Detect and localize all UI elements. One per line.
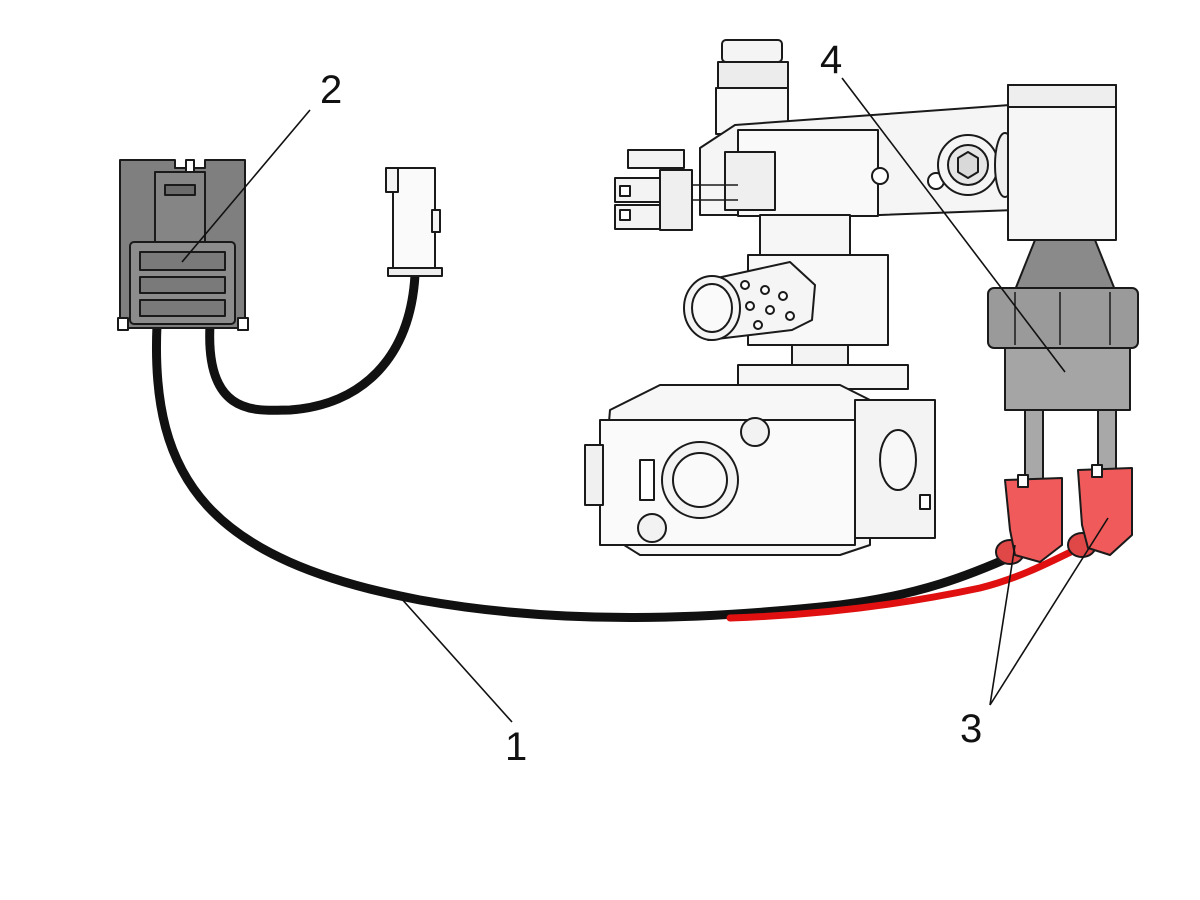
flag-terminals <box>995 464 1133 565</box>
gray-connector <box>117 159 249 331</box>
muffler <box>683 261 816 341</box>
small-plug-connector <box>614 149 738 231</box>
leader-1 <box>399 596 513 723</box>
pressure-switch <box>987 84 1139 483</box>
white-spade-connector <box>385 167 443 277</box>
callout-1: 1 <box>505 725 527 769</box>
callout-2: 2 <box>320 68 342 112</box>
solenoid-coil <box>584 384 936 556</box>
callout-4: 4 <box>820 38 842 82</box>
wire-red <box>726 541 1089 622</box>
terminal-right <box>1067 464 1133 558</box>
terminal-left <box>995 474 1063 565</box>
leader-3b <box>989 517 1109 706</box>
wire-black-main <box>151 320 1020 622</box>
wire-black-loop <box>205 270 420 415</box>
wire-harness <box>151 270 1089 622</box>
leader-4 <box>841 77 1066 373</box>
callout-3: 3 <box>960 707 982 751</box>
callout-labels: 1 2 3 4 <box>320 38 982 769</box>
top-fitting <box>715 39 789 135</box>
leader-lines <box>181 77 1109 723</box>
valve-assembly <box>584 39 1139 556</box>
leader-2 <box>181 109 311 263</box>
leader-3a <box>989 544 1016 706</box>
